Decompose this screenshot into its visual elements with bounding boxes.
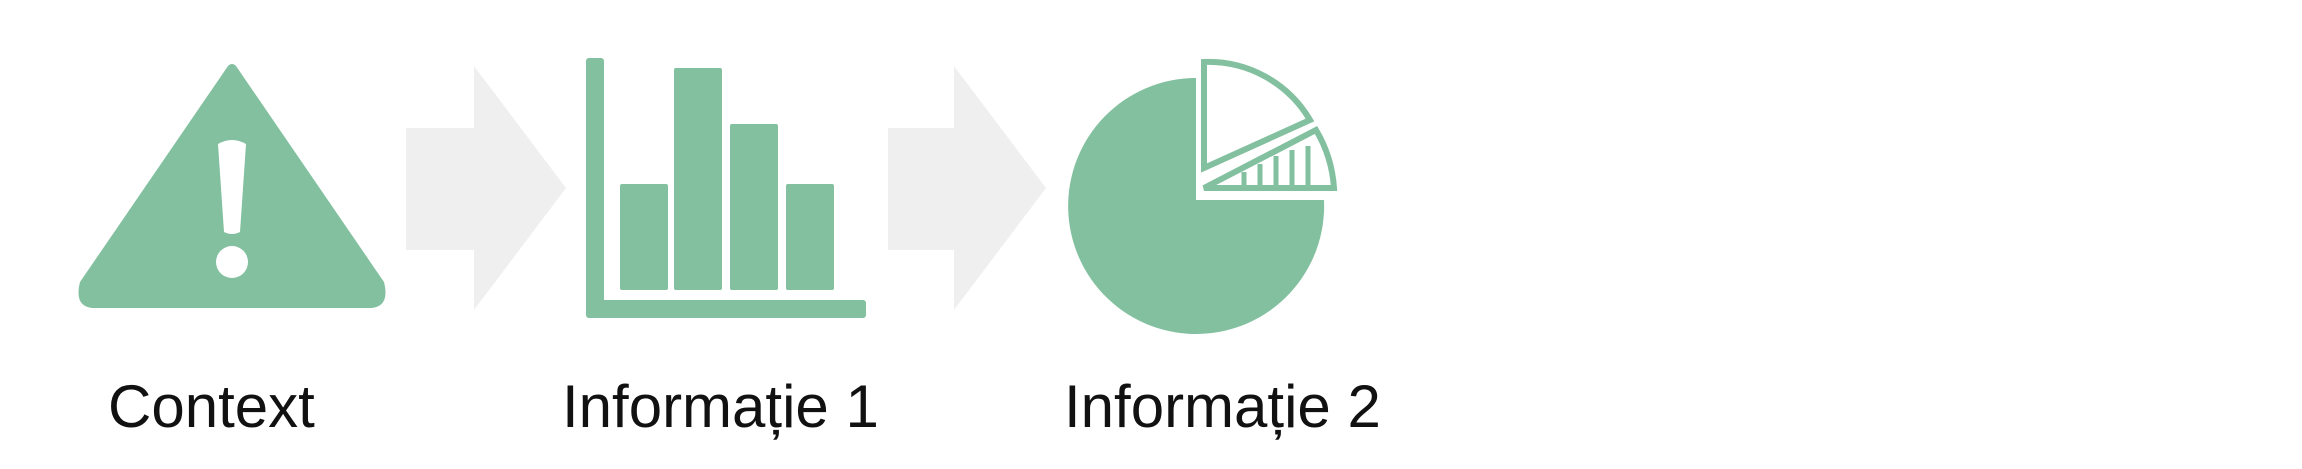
step-label-context: Context [108,373,315,440]
arrow-right-icon [406,66,566,310]
pie-chart-icon [1068,58,1338,334]
step-label-information-2: Informație 2 [1064,373,1381,440]
warning-triangle-icon [78,64,386,308]
bar-chart-icon [586,58,866,318]
step-label-information-1: Informație 1 [562,373,879,440]
arrow-right-icon [888,66,1046,310]
